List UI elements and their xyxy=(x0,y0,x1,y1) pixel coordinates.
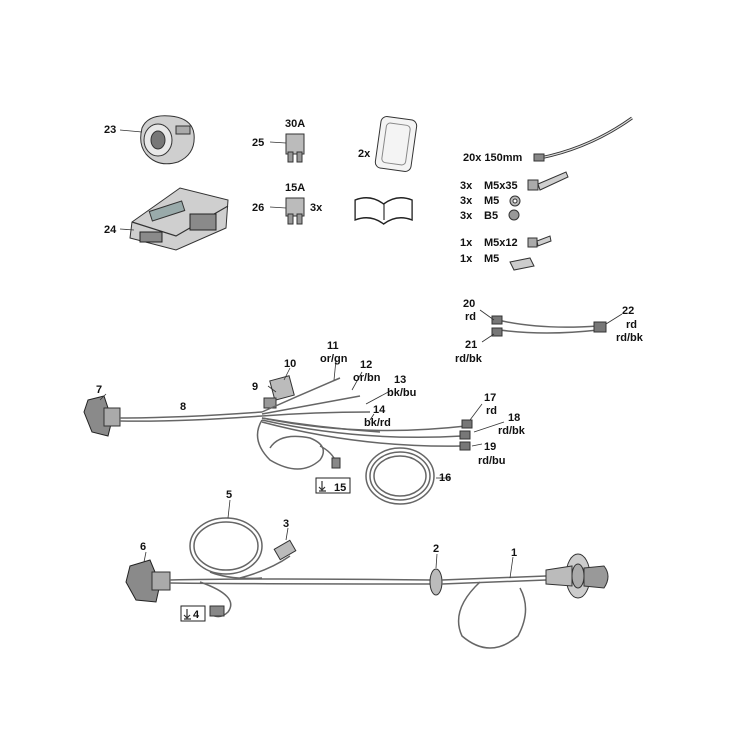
label-screw-m5x35: M5x35 xyxy=(484,180,518,192)
washer-b5 xyxy=(508,209,520,221)
part-number-16: 16 xyxy=(439,472,451,484)
part-number-13: 13 xyxy=(394,374,406,386)
part-number-25: 25 xyxy=(252,137,264,149)
ref-box-4 xyxy=(180,605,206,622)
wire-color-18: rd/bk xyxy=(498,425,526,437)
qty-screw-m5x12: 1x xyxy=(460,237,473,249)
label-nut-m5: M5 xyxy=(484,195,499,207)
label-washer-b5: B5 xyxy=(484,210,498,222)
part-number-20: 20 xyxy=(463,298,475,310)
part-number-15: 15 xyxy=(334,482,346,494)
fuse-30a-25 xyxy=(285,133,305,163)
part-number-26: 26 xyxy=(252,202,264,214)
part-number-17: 17 xyxy=(484,392,496,404)
part-number-6: 6 xyxy=(140,541,146,553)
nut-m5 xyxy=(509,195,521,207)
fuse-rating-30a: 30A xyxy=(285,118,305,130)
part-number-1: 1 xyxy=(511,547,517,559)
part-number-21: 21 xyxy=(465,339,477,351)
part-number-14: 14 xyxy=(373,404,386,416)
part-number-11: 11 xyxy=(327,340,339,352)
clip-nut-m5 xyxy=(509,257,535,271)
quantity-fuse-26: 3x xyxy=(310,202,323,214)
wire-color-11: or/gn xyxy=(320,353,348,365)
wire-color-21: rd/bk xyxy=(455,353,483,365)
part-number-10: 10 xyxy=(284,358,296,370)
wire-color-22b: rd/bk xyxy=(616,332,644,344)
wire-color-17: rd xyxy=(486,405,497,417)
wire-color-19: rd/bu xyxy=(478,455,506,467)
fuse-rating-15a: 15A xyxy=(285,182,305,194)
control-module-24 xyxy=(129,187,229,251)
part-number-7: 7 xyxy=(96,384,102,396)
part-number-2: 2 xyxy=(433,543,439,555)
label-clip-nut-m5: M5 xyxy=(484,253,499,265)
wire-color-20: rd xyxy=(465,311,476,323)
socket-housing-23 xyxy=(140,115,195,165)
part-number-23: 23 xyxy=(104,124,116,136)
part-number-24: 24 xyxy=(104,224,117,236)
harness-bottom xyxy=(125,517,609,649)
gasket-plate xyxy=(374,116,418,172)
part-number-12: 12 xyxy=(360,359,372,371)
qty-clip-nut-m5: 1x xyxy=(460,253,473,265)
qty-washer-b5: 3x xyxy=(460,210,473,222)
part-number-9: 9 xyxy=(252,381,258,393)
part-number-22: 22 xyxy=(622,305,634,317)
wire-color-12: or/bn xyxy=(353,372,381,384)
cable-tie-label: 20x 150mm xyxy=(463,152,523,164)
quantity-gasket: 2x xyxy=(358,148,371,160)
additional-cable xyxy=(491,315,607,337)
part-number-19: 19 xyxy=(484,441,496,453)
part-number-3: 3 xyxy=(283,518,289,530)
ref-box-15 xyxy=(315,477,351,494)
wire-color-13: bk/bu xyxy=(387,387,416,399)
fuse-15a-26 xyxy=(285,197,305,225)
wire-color-14: bk/rd xyxy=(364,417,391,429)
wire-color-22a: rd xyxy=(626,319,637,331)
part-number-5: 5 xyxy=(226,489,232,501)
screw-m5x12 xyxy=(527,235,552,248)
qty-nut-m5: 3x xyxy=(460,195,473,207)
part-number-4: 4 xyxy=(193,609,200,621)
screw-m5x35 xyxy=(527,171,569,191)
manual-book-icon xyxy=(354,197,413,225)
part-number-18: 18 xyxy=(508,412,520,424)
harness-middle xyxy=(83,375,473,505)
label-screw-m5x12: M5x12 xyxy=(484,237,518,249)
part-number-8: 8 xyxy=(180,401,186,413)
qty-screw-m5x35: 3x xyxy=(460,180,473,192)
cable-tie xyxy=(533,116,633,162)
